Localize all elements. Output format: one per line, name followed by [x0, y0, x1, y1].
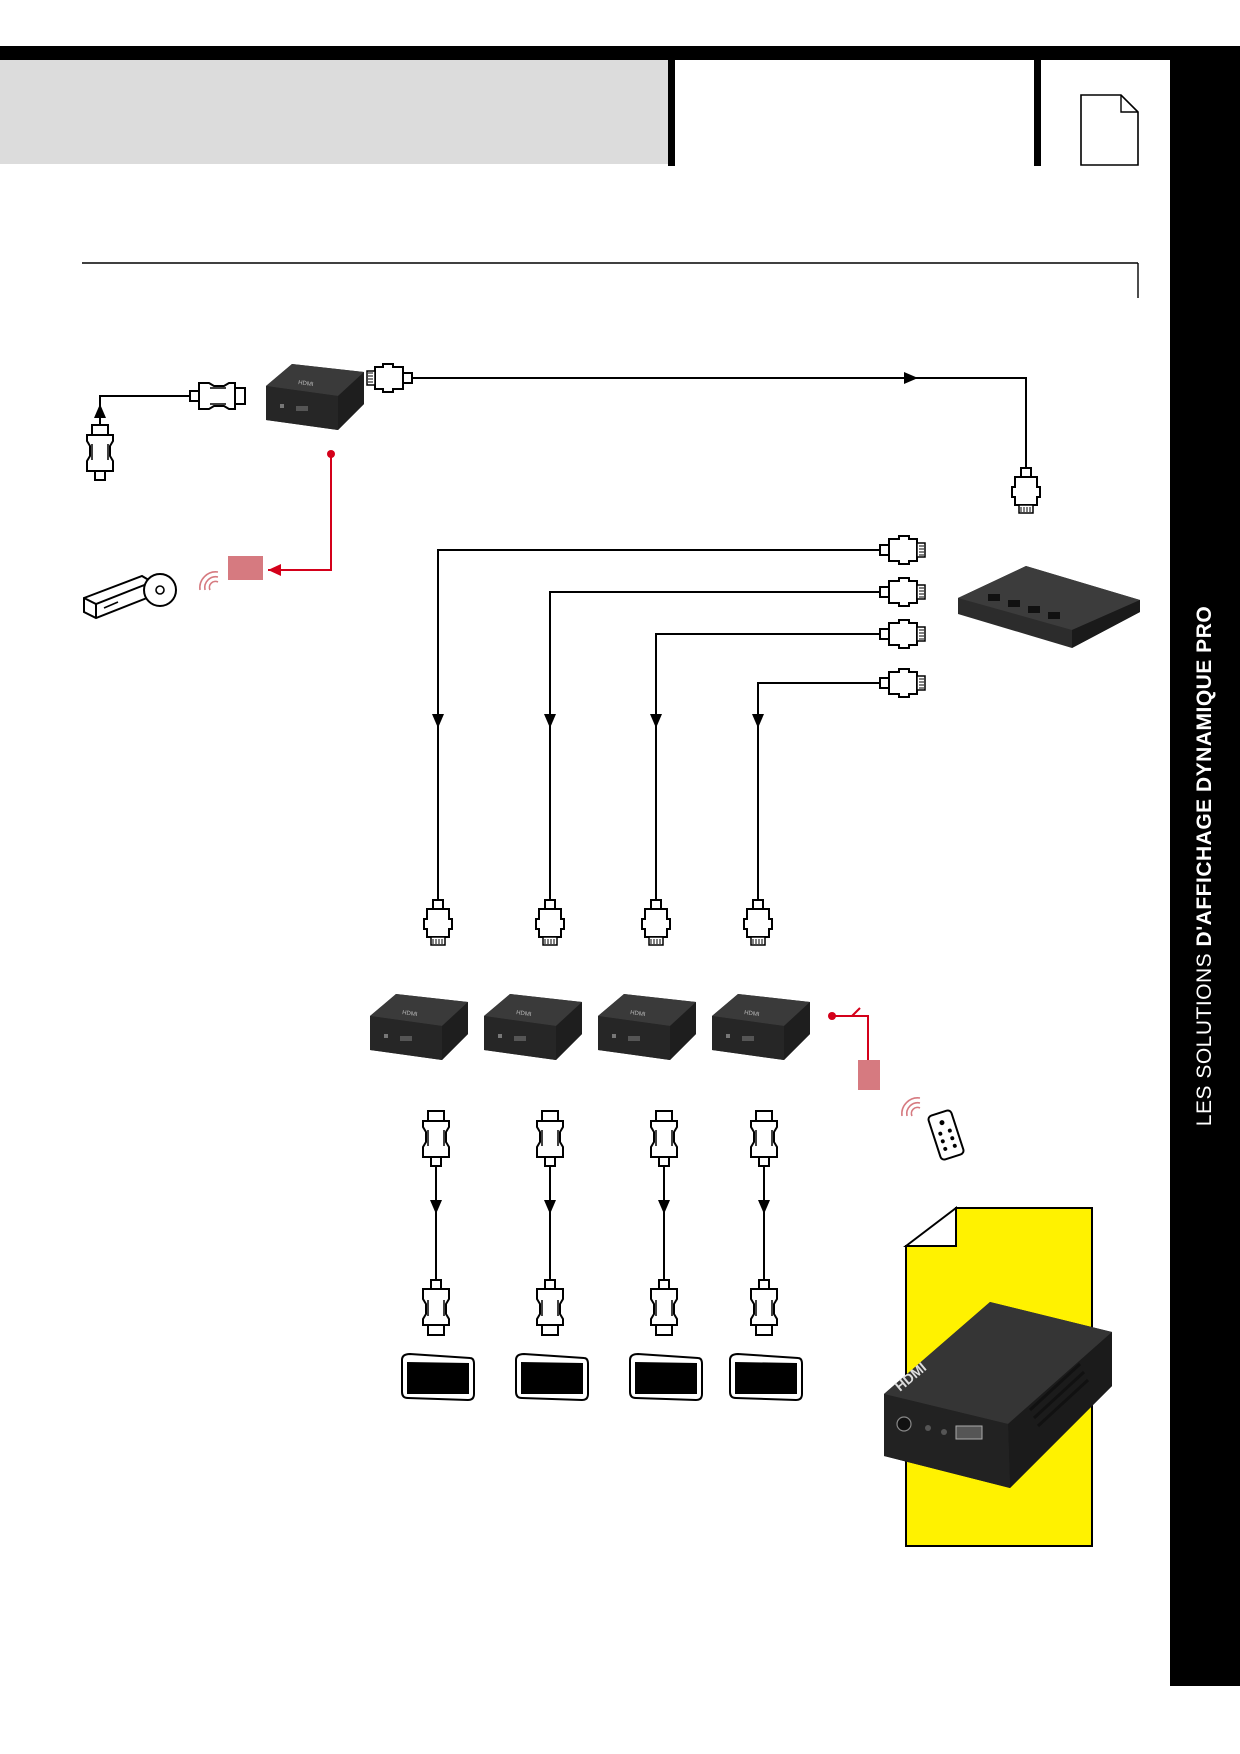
hdmi-connector-icon — [536, 1279, 564, 1336]
hdmi-connector-icon — [189, 382, 246, 410]
display-screen-icon — [515, 1353, 589, 1401]
hdmi-connector-icon — [422, 1279, 450, 1336]
rj45-connector-icon — [535, 899, 565, 946]
rj45-connector-icon — [366, 363, 413, 393]
ir-emitter — [228, 556, 263, 580]
transmitter-box — [266, 364, 364, 430]
header-black-bar — [0, 46, 1180, 60]
hdmi-connector-icon — [750, 1279, 778, 1336]
receiver-box — [598, 994, 696, 1060]
ir-signal-icon — [901, 1097, 921, 1117]
sidebar-band — [1170, 46, 1240, 1686]
rj45-connector-icon — [1011, 467, 1041, 514]
header-divider — [668, 60, 675, 166]
product-photo: HDMI — [884, 1302, 1112, 1488]
network-switch — [958, 566, 1140, 648]
receiver-box — [370, 994, 468, 1060]
rj45-connector-icon — [879, 619, 926, 649]
hdmi-connector-icon — [536, 1110, 564, 1167]
rj45-connector-icon — [879, 668, 926, 698]
receiver-box — [712, 994, 810, 1060]
display-screen-icon — [729, 1353, 803, 1401]
display-screen-icon — [629, 1353, 703, 1401]
receiver-box — [484, 994, 582, 1060]
ir-receiver — [858, 1060, 880, 1090]
hdmi-connector-icon — [422, 1110, 450, 1167]
ir-cable — [268, 454, 332, 571]
rj45-connector-icon — [879, 577, 926, 607]
ir-cable — [832, 1015, 869, 1060]
document-icon — [1080, 94, 1139, 166]
rj45-connector-icon — [423, 899, 453, 946]
hdmi-connector-icon — [650, 1110, 678, 1167]
display-screen-icon — [401, 1353, 475, 1401]
dvd-player-icon — [83, 573, 177, 620]
header-divider — [1034, 60, 1041, 166]
hdmi-connector-icon — [750, 1110, 778, 1167]
hdmi-connector-icon — [650, 1279, 678, 1336]
ir-signal-icon — [199, 571, 219, 591]
rj45-connector-icon — [641, 899, 671, 946]
hdmi-connector-icon — [86, 424, 114, 481]
rj45-connector-icon — [743, 899, 773, 946]
rj45-connector-icon — [879, 535, 926, 565]
remote-control-icon — [927, 1109, 965, 1161]
network-cable-main — [412, 377, 1027, 468]
header-title-panel — [0, 60, 668, 164]
